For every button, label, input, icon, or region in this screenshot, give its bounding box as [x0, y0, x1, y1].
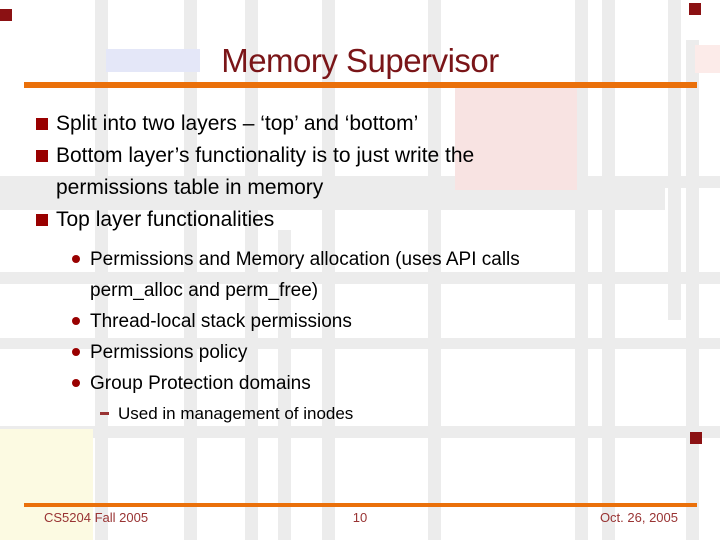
grid-vertical-bar: [278, 230, 291, 540]
dash-bullet-icon: [100, 412, 109, 415]
bullet-text: Split into two layers – ‘top’ and ‘botto…: [56, 112, 419, 135]
circle-bullet-icon: [72, 317, 80, 325]
bullet-text: Permissions and Memory allocation (uses …: [90, 249, 520, 270]
slide-body: Split into two layers – ‘top’ and ‘botto…: [36, 108, 696, 429]
bullet-text: Used in management of inodes: [118, 404, 354, 423]
red-accent-square-icon: [690, 432, 702, 444]
grid-vertical-bar: [602, 0, 615, 540]
circle-bullet-icon: [72, 255, 80, 263]
grid-vertical-bar: [95, 0, 108, 540]
cream-rect: [0, 429, 93, 540]
grid-vertical-bar: [668, 0, 681, 320]
footer: CS5204 Fall 2005 10 Oct. 26, 2005: [0, 508, 720, 532]
footer-course-label: CS5204 Fall 2005: [44, 510, 149, 525]
pink-rect-small: [695, 45, 720, 73]
grid-horizontal-band: [0, 426, 720, 438]
bullet-text: Thread-local stack permissions: [90, 311, 352, 332]
bullet-item-level2: Permissions policy: [72, 337, 696, 368]
bullet-text: Bottom layer’s functionality is to just …: [56, 144, 475, 167]
grid-vertical-bar: [428, 0, 441, 540]
bullet-item-level1: Bottom layer’s functionality is to just …: [36, 140, 696, 204]
pink-rect-large: [455, 88, 577, 190]
grid-vertical-bar: [322, 0, 335, 540]
lavender-rect: [106, 49, 200, 72]
bullet-item-level2: Permissions and Memory allocation (uses …: [72, 244, 696, 306]
bullet-item-level2: Group Protection domains: [72, 368, 696, 399]
grid-vertical-bar: [184, 0, 197, 540]
bullet-item-level3: Used in management of inodes: [100, 399, 696, 429]
title-underline: [24, 82, 697, 88]
footer-rule: [24, 503, 697, 507]
footer-date-label: Oct. 26, 2005: [599, 510, 678, 525]
footer-page-number: 10: [352, 510, 368, 525]
grid-horizontal-band: [0, 338, 720, 349]
bullet-text: Group Protection domains: [90, 373, 311, 394]
bullet-text: Permissions policy: [90, 342, 248, 363]
bullet-item-level2: Thread-local stack permissions: [72, 306, 696, 337]
grid-horizontal-band: [0, 272, 720, 284]
bullet-text: perm_alloc and perm_free): [90, 280, 319, 301]
red-accent-square-icon: [689, 3, 701, 15]
grid-horizontal-band: [0, 188, 665, 210]
bullet-text: Top layer functionalities: [56, 208, 275, 231]
grid-vertical-bar: [575, 0, 588, 540]
bullet-text: permissions table in memory: [56, 176, 324, 199]
square-bullet-icon: [36, 214, 48, 226]
slide-title: Memory Supervisor: [221, 42, 499, 79]
bullet-item-level1: Split into two layers – ‘top’ and ‘botto…: [36, 108, 696, 140]
grid-vertical-bar: [686, 40, 699, 540]
circle-bullet-icon: [72, 379, 80, 387]
square-bullet-icon: [36, 118, 48, 130]
bullet-item-level1: Top layer functionalities: [36, 204, 696, 236]
red-accent-square-icon: [0, 9, 12, 21]
square-bullet-icon: [36, 150, 48, 162]
grid-vertical-bar: [245, 0, 258, 540]
circle-bullet-icon: [72, 348, 80, 356]
